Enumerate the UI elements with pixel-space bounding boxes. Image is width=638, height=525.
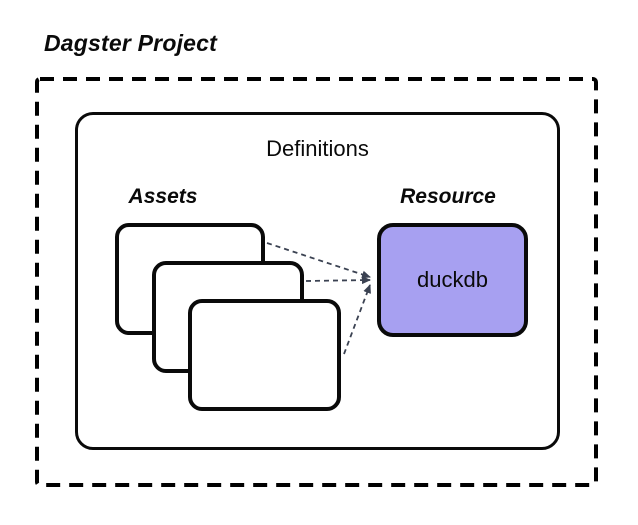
- resource-label: Resource: [400, 185, 496, 208]
- definitions-label: Definitions: [266, 136, 369, 161]
- dagster-project-title: Dagster Project: [44, 30, 218, 56]
- asset-card-3: [188, 299, 341, 411]
- resource-node-label: duckdb: [417, 267, 488, 292]
- assets-label: Assets: [128, 185, 198, 208]
- resource-node-duckdb: duckdb: [377, 223, 528, 337]
